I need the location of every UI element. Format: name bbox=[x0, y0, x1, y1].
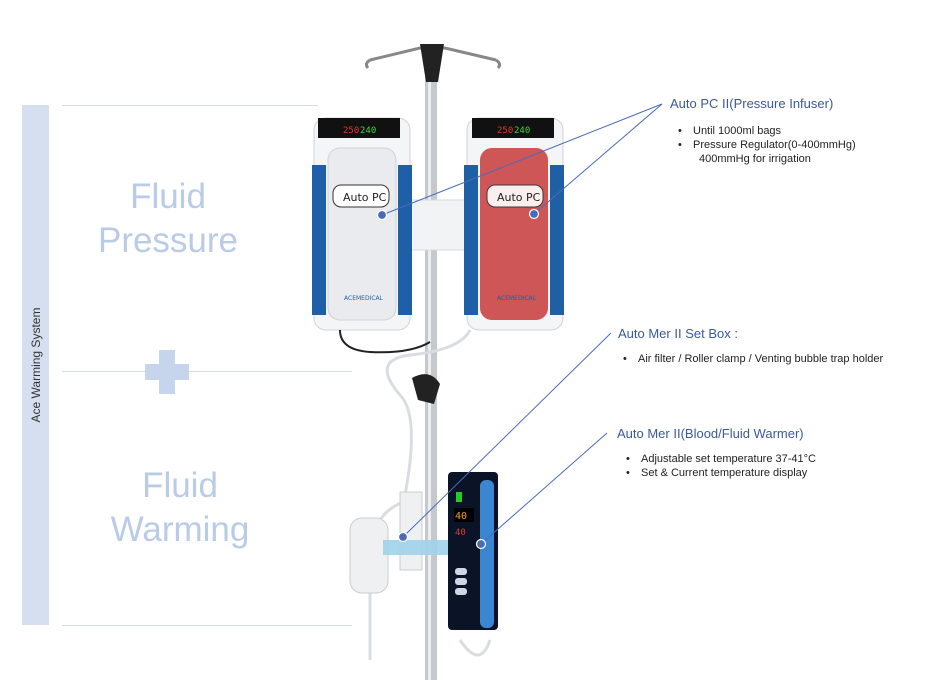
divider-bottom bbox=[62, 625, 352, 626]
plus-icon bbox=[145, 364, 189, 380]
divider-middle bbox=[62, 371, 352, 372]
warmer-display-set: 40 bbox=[455, 511, 467, 522]
right-brand: Auto PC bbox=[497, 191, 541, 204]
pole-knob bbox=[420, 44, 444, 82]
fluid-warming-heading: Fluid Warming bbox=[70, 464, 290, 552]
divider-top bbox=[62, 105, 318, 106]
infuser-right: 250 240 Auto PC ACEMEDICAL bbox=[464, 117, 564, 331]
clamp-knob bbox=[412, 374, 440, 404]
left-display-current: 240 bbox=[360, 126, 376, 136]
list-item: Pressure Regulator(0-400mmHg) bbox=[675, 138, 856, 152]
left-maker: ACEMEDICAL bbox=[344, 295, 384, 302]
left-display-set: 250 bbox=[343, 126, 359, 136]
heading-line: Fluid bbox=[130, 177, 206, 216]
right-display-current: 240 bbox=[514, 126, 530, 136]
list-item: Adjustable set temperature 37-41°C bbox=[623, 452, 816, 466]
right-display-set: 250 bbox=[497, 126, 513, 136]
set-box bbox=[349, 517, 389, 594]
set-box-bullets: Air filter / Roller clamp / Venting bubb… bbox=[620, 352, 883, 366]
callout-title-pressure-infuser: Auto PC II(Pressure Infuser) bbox=[670, 96, 834, 111]
list-item: Air filter / Roller clamp / Venting bubb… bbox=[620, 352, 883, 366]
heading-line: Warming bbox=[110, 510, 250, 549]
callout-title-warmer: Auto Mer II(Blood/Fluid Warmer) bbox=[617, 426, 804, 441]
pressure-infuser-bullets: Until 1000ml bags Pressure Regulator(0-4… bbox=[675, 124, 856, 166]
heading-line: Fluid bbox=[142, 466, 218, 505]
fluid-pressure-heading: Fluid Pressure bbox=[58, 175, 278, 263]
list-item: Set & Current temperature display bbox=[623, 466, 816, 480]
list-item: Until 1000ml bags bbox=[675, 124, 856, 138]
blood-warmer: 40 40 bbox=[448, 472, 498, 630]
side-bar bbox=[22, 105, 49, 625]
warmer-display-current: 40 bbox=[455, 528, 466, 538]
right-maker: ACEMEDICAL bbox=[497, 295, 537, 302]
left-brand: Auto PC bbox=[343, 191, 387, 204]
warmer-bullets: Adjustable set temperature 37-41°C Set &… bbox=[623, 452, 816, 480]
infuser-left: 250 240 Auto PC ACEMEDICAL bbox=[312, 117, 412, 331]
callout-title-set-box: Auto Mer II Set Box : bbox=[618, 326, 738, 341]
list-item: 400mmHg for irrigation bbox=[699, 153, 811, 165]
heading-line: Pressure bbox=[97, 221, 239, 260]
